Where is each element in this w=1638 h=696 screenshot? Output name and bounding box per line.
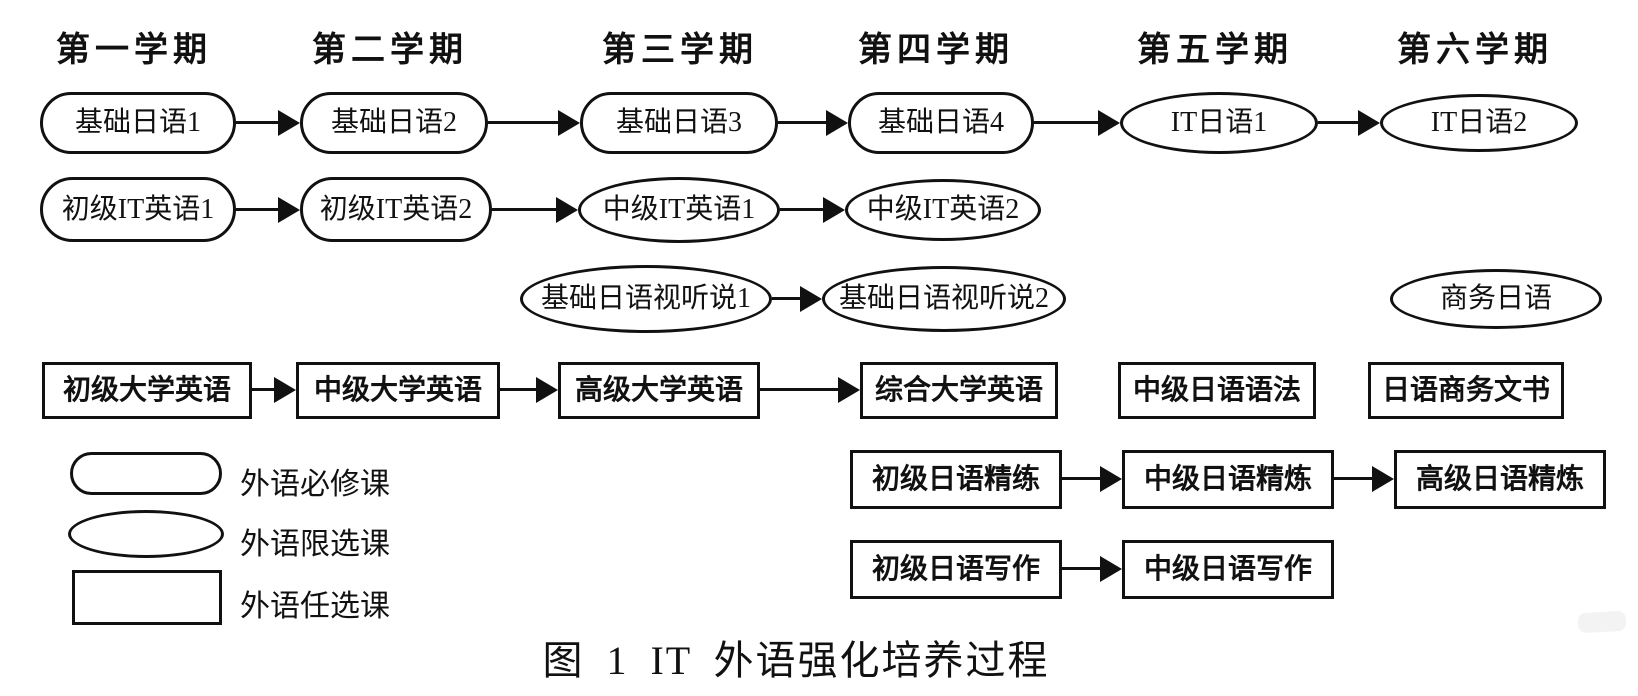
course-node: 中级大学英语: [296, 362, 500, 419]
flow-arrow: [236, 110, 300, 136]
legend-label-free-elective: 外语任选课: [240, 590, 390, 623]
flow-arrow: [1062, 466, 1122, 492]
semester-header-2: 第二学期: [312, 32, 468, 69]
flow-arrow: [780, 197, 845, 223]
course-node: 基础日语视听说2: [822, 266, 1066, 332]
flow-arrow: [500, 377, 558, 403]
semester-header-1: 第一学期: [56, 32, 212, 69]
flow-arrow: [1334, 466, 1394, 492]
course-node: 初级大学英语: [42, 362, 252, 419]
course-node: 基础日语2: [300, 92, 488, 154]
course-node: 中级日语写作: [1122, 540, 1334, 599]
legend-stadium-swatch: [70, 452, 222, 495]
course-node: 基础日语4: [848, 92, 1034, 154]
legend-ellipse-swatch: [68, 510, 224, 558]
course-node: 中级IT英语2: [845, 179, 1041, 241]
legend-label-required: 外语必修课: [240, 468, 390, 501]
course-node: 基础日语视听说1: [520, 265, 772, 333]
flow-arrow: [760, 377, 860, 403]
semester-header-3: 第三学期: [602, 32, 758, 69]
figure-caption: 图 1 IT 外语强化培养过程: [542, 638, 1050, 683]
flow-arrow: [1034, 110, 1120, 136]
course-node: 高级大学英语: [558, 362, 760, 419]
semester-header-6: 第六学期: [1397, 32, 1553, 69]
course-node: 中级IT英语1: [578, 177, 780, 243]
course-node: 日语商务文书: [1368, 362, 1564, 419]
flow-arrow: [488, 110, 580, 136]
course-node: 初级IT英语2: [300, 177, 492, 242]
semester-header-5: 第五学期: [1137, 32, 1293, 69]
semester-header-4: 第四学期: [858, 32, 1014, 69]
flow-arrow: [772, 286, 822, 312]
flow-arrow: [1062, 556, 1122, 582]
course-node: 中级日语精炼: [1122, 450, 1334, 509]
course-node: 初级日语写作: [850, 540, 1062, 599]
course-node: 中级日语语法: [1118, 362, 1316, 419]
flow-arrow: [1318, 110, 1380, 136]
course-node: 高级日语精炼: [1394, 450, 1606, 509]
flow-arrow: [492, 197, 578, 223]
flow-arrow: [778, 110, 848, 136]
course-node: 综合大学英语: [860, 362, 1058, 419]
course-node: IT日语1: [1120, 92, 1318, 154]
course-node: 初级IT英语1: [40, 177, 236, 242]
legend-rect-swatch: [72, 570, 222, 625]
flow-arrow: [252, 377, 296, 403]
flow-arrow: [236, 197, 300, 223]
course-node: 基础日语1: [40, 92, 236, 154]
course-node: 商务日语: [1390, 269, 1602, 329]
course-node: IT日语2: [1380, 94, 1578, 152]
legend-label-limited-elective: 外语限选课: [240, 528, 390, 561]
course-node: 初级日语精练: [850, 450, 1062, 509]
course-node: 基础日语3: [580, 92, 778, 154]
